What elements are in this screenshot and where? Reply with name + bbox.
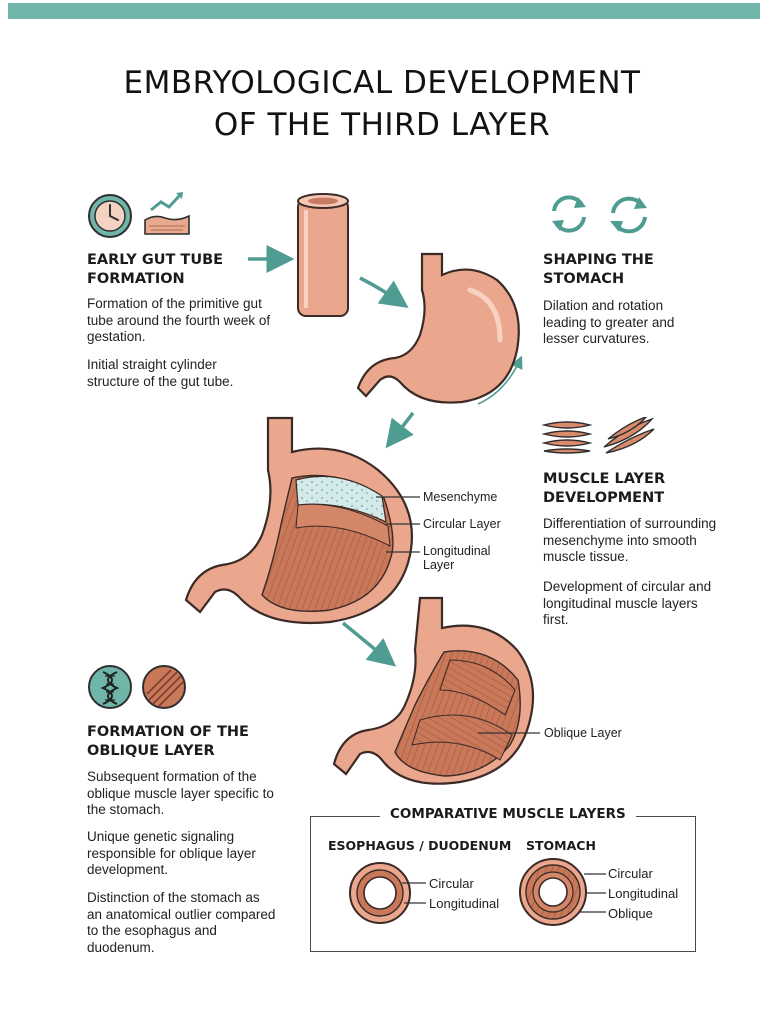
stomach-cross-section-illustration (184, 416, 414, 625)
shaping-heading-line1: SHAPING THE (543, 252, 654, 268)
stomach-shaping-illustration (356, 252, 520, 404)
esophagus-ring-illustration (349, 862, 411, 924)
callout-circular-layer: Circular Layer (423, 517, 501, 531)
oblique-heading-line2: OBLIQUE LAYER (87, 743, 215, 759)
esophagus-label-circular: Circular (429, 876, 474, 891)
oblique-para-1: Subsequent formation of the oblique musc… (87, 769, 274, 817)
callout-longitudinal-line1: Longitudinal (423, 544, 491, 558)
comparison-title: COMPARATIVE MUSCLE LAYERS (380, 806, 636, 822)
shaping-heading-line2: STOMACH (543, 271, 625, 287)
stomach-label-longitudinal: Longitudinal (608, 886, 679, 901)
stomach-oblique-illustration (332, 596, 535, 785)
callout-oblique-layer: Oblique Layer (544, 726, 622, 740)
muscle-heading-line2: DEVELOPMENT (543, 490, 665, 506)
stomach-label-oblique: Oblique (608, 906, 653, 921)
comparison-box (310, 816, 696, 952)
shaping-para-1: Dilation and rotation leading to greater… (543, 298, 675, 346)
rotation-arrow-right (477, 355, 523, 405)
arrow-to-oblique (341, 621, 397, 667)
oblique-para-2: Unique genetic signaling responsible for… (87, 829, 256, 877)
rotation-arrows-icon (552, 195, 586, 233)
muscle-layer-heading: MUSCLE LAYER DEVELOPMENT (543, 470, 665, 508)
callout-longitudinal-line2: Layer (423, 558, 455, 572)
early-para-1: Formation of the primitive gut tube arou… (87, 296, 271, 344)
muscle-para-2: Development of circular and longitudinal… (543, 579, 712, 627)
oblique-layer-heading: FORMATION OF THE OBLIQUE LAYER (87, 723, 249, 761)
callout-longitudinal-layer: Longitudinal Layer (423, 544, 490, 572)
arrow-to-stomach (359, 276, 409, 309)
early-para-2: Initial straight cylinder structure of t… (87, 357, 234, 389)
page-title-line2: OF THE THIRD LAYER (213, 107, 551, 143)
gut-tube-illustration (297, 193, 349, 317)
oblique-fiber-icon (142, 665, 186, 709)
stomach-label-circular: Circular (608, 866, 653, 881)
early-heading-line2: FORMATION (87, 271, 185, 287)
page-title: EMBRYOLOGICAL DEVELOPMENT OF THE THIRD L… (0, 62, 764, 146)
muscle-para-1: Differentiation of surrounding mesenchym… (543, 516, 717, 564)
esophagus-label-longitudinal: Longitudinal (429, 896, 500, 911)
stomach-ring-illustration (519, 858, 587, 926)
comparison-left-title: ESOPHAGUS / DUODENUM (328, 838, 512, 853)
oblique-heading-line1: FORMATION OF THE (87, 724, 249, 740)
shaping-stomach-heading: SHAPING THE STOMACH (543, 251, 654, 289)
clock-icon (88, 194, 132, 238)
top-accent-bar (8, 3, 760, 19)
rotation-arrows-icon-2 (610, 196, 647, 234)
muscle-fiber-icon (542, 417, 655, 454)
muscle-heading-line1: MUSCLE LAYER (543, 471, 666, 487)
oblique-para-3: Distinction of the stomach as an anatomi… (87, 890, 276, 955)
early-gut-tube-heading: EARLY GUT TUBE FORMATION (87, 251, 223, 289)
dna-icon (88, 665, 132, 709)
tissue-growth-icon (144, 192, 190, 235)
early-heading-line1: EARLY GUT TUBE (87, 252, 224, 268)
page-title-line1: EMBRYOLOGICAL DEVELOPMENT (123, 65, 641, 101)
comparison-right-title: STOMACH (526, 838, 596, 853)
callout-mesenchyme: Mesenchyme (423, 490, 498, 504)
arrow-to-section (385, 411, 415, 449)
